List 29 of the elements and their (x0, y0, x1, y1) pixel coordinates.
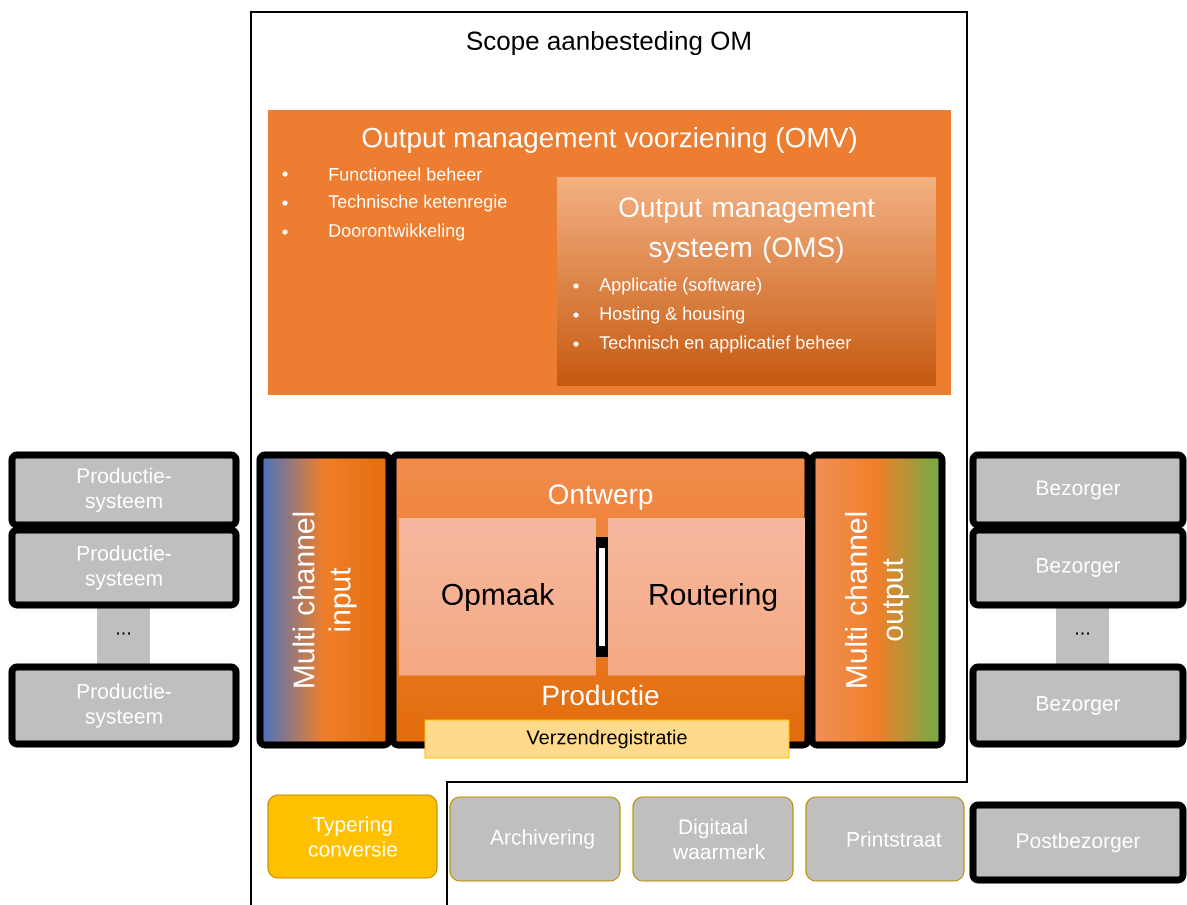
panel-heading: Output management voorziening (OMV) (362, 126, 856, 154)
box-label: Multi channel input (292, 512, 357, 687)
box-label: Productie-systeem (77, 545, 171, 590)
list-item: Technisch en applicatief beheer (599, 335, 851, 353)
list-item: Doorontwikkeling (329, 223, 465, 241)
title: Scope aanbesteding OM (467, 30, 750, 56)
box-label: Bezorger (1037, 558, 1121, 577)
panel-heading: Output management systeem (OMS) (619, 197, 875, 263)
box-label: Archivering (490, 829, 594, 849)
list-item: Functioneel beheer (329, 167, 482, 181)
list-item: Applicatie (software) (599, 277, 762, 295)
box-label: Productie-systeem (77, 683, 171, 728)
box-label: ... (1076, 632, 1089, 635)
list-item: Hosting & housing (600, 306, 745, 324)
section-label: Ontwerp (548, 484, 653, 510)
box-label: Verzendregistratie (526, 729, 687, 749)
box-label: Routering (650, 583, 777, 611)
box-label: Opmaak (442, 583, 555, 611)
box-label: Productie-systeem (77, 467, 171, 513)
box-label: Bezorger (1037, 696, 1121, 715)
box-label: Postbezorger (1017, 832, 1141, 853)
box-label: Typering conversie (308, 816, 397, 857)
box-label: Digitaal waarmerk (672, 818, 766, 860)
box-label: Printstraat (847, 831, 942, 847)
box-label: Multi channel output (845, 512, 909, 687)
section-label: Productie (543, 684, 659, 706)
list-item: Technische ketenregie (328, 194, 507, 212)
box-label: Bezorger (1037, 480, 1121, 500)
box-label: ... (117, 632, 131, 635)
